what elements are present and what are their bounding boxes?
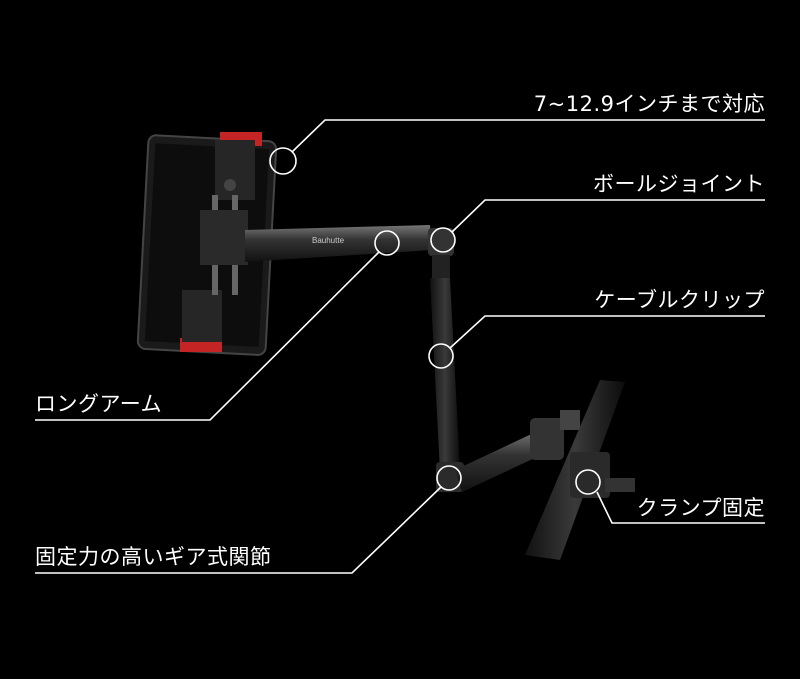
tablet-holder [180, 132, 262, 352]
callout-long-arm: ロングアーム [35, 392, 163, 416]
callout-ball-joint: ボールジョイント [593, 172, 765, 196]
svg-text:Bauhutte: Bauhutte [312, 236, 345, 245]
callout-tablet-size: 7~12.9インチまで対応 [533, 92, 765, 116]
callout-clamp: クランプ固定 [636, 496, 765, 520]
callout-cable-clip: ケーブルクリップ [594, 288, 765, 312]
long-arm: Bauhutte [245, 225, 432, 262]
callout-lines [35, 119, 765, 574]
callout-gear-joint: 固定力の高いギア式関節 [35, 545, 272, 569]
